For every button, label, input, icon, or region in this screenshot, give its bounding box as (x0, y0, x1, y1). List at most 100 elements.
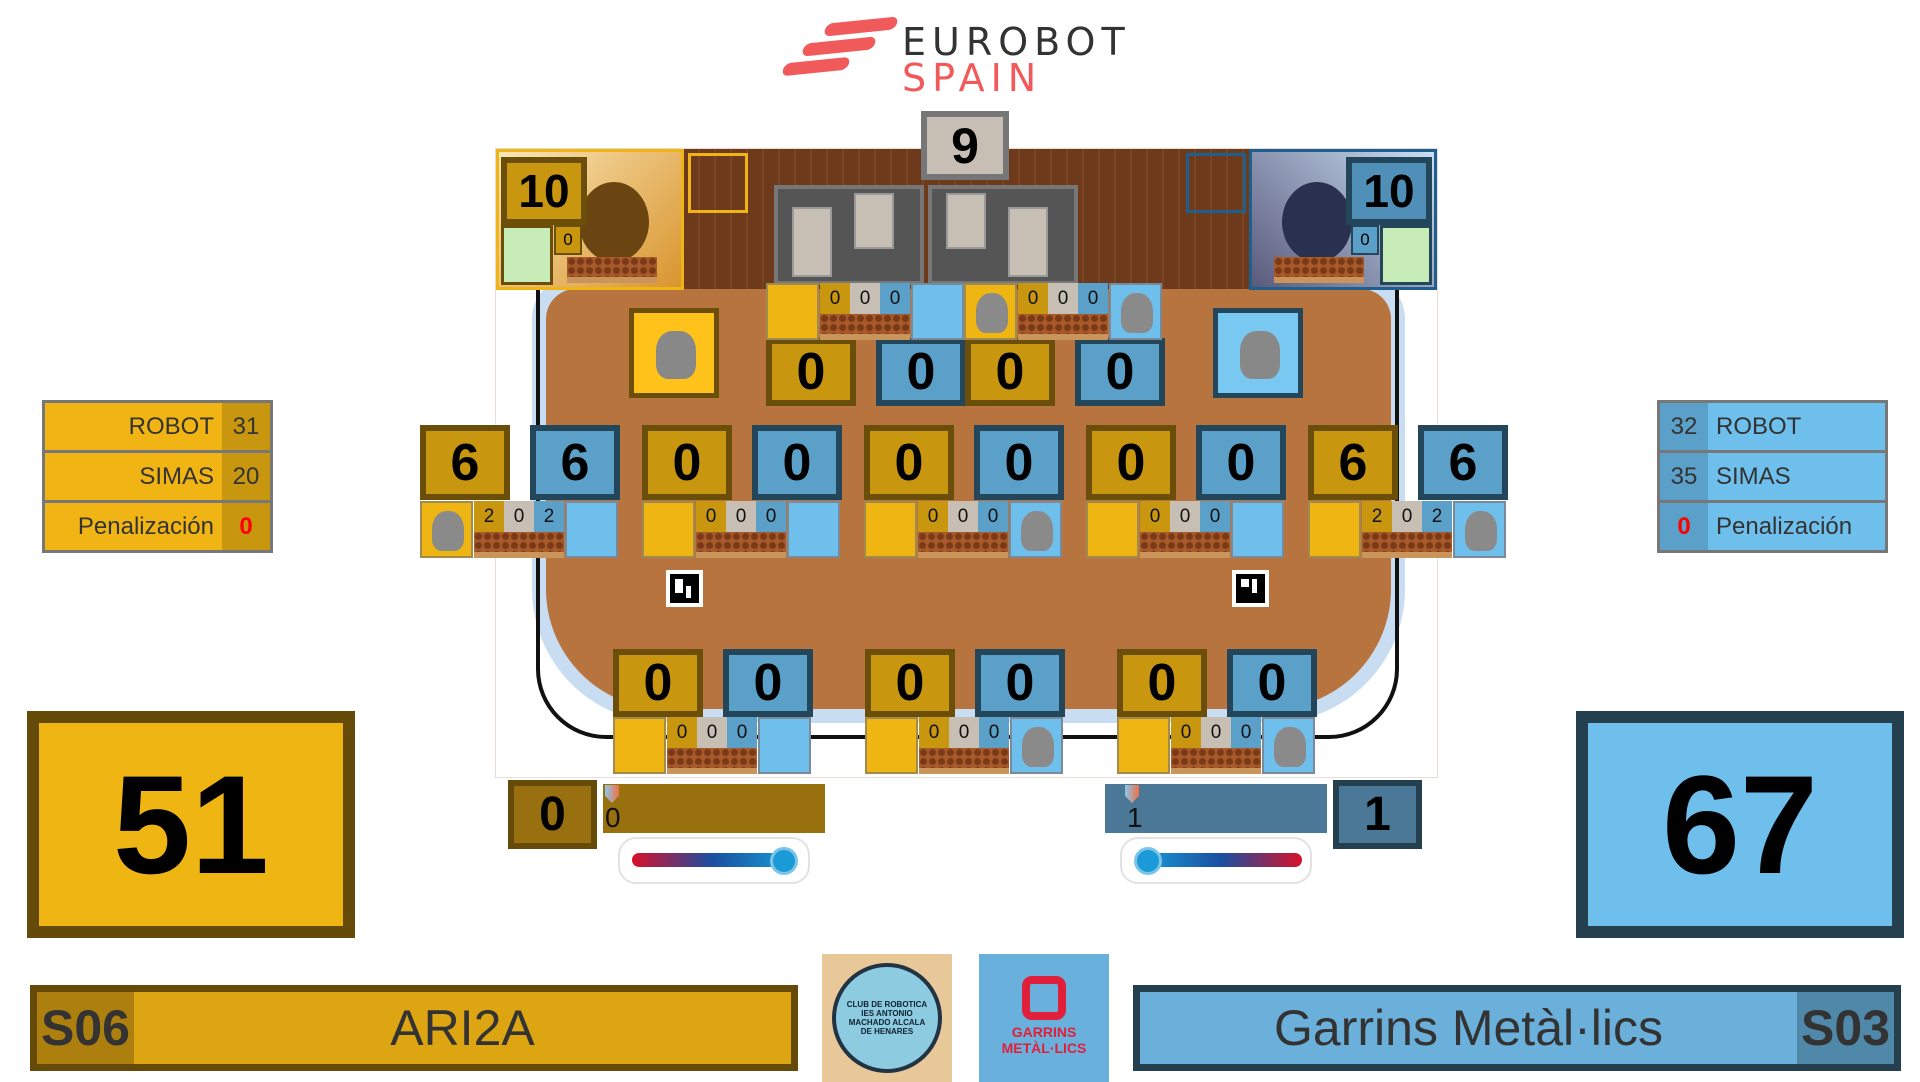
acorn-counter: 0 (978, 501, 1008, 532)
acorn-counter: 0 (1231, 717, 1261, 748)
yellow-tile (613, 717, 666, 774)
burrow-icon (1282, 182, 1352, 262)
blue-thermometer-score: 1 (1333, 780, 1422, 849)
blue-score-box: 6 (530, 425, 620, 500)
score-label: SIMAS (1708, 453, 1885, 500)
yellow-zone-marker (688, 153, 748, 213)
acorn-counter: 0 (919, 717, 949, 748)
yellow-tile (964, 283, 1017, 340)
burrow-icon (579, 182, 649, 262)
blue-tile (911, 283, 964, 340)
storage-bin (928, 185, 1078, 285)
squirrel-icon (432, 511, 464, 551)
squirrel-icon (656, 331, 696, 379)
yellow-thermometer-panel: 0 (603, 784, 825, 833)
acorn-counter: 0 (850, 283, 880, 314)
acorn-crate-icon (1140, 532, 1230, 558)
acorn-counter: 0 (1140, 501, 1170, 532)
acorn-counter: 0 (979, 717, 1009, 748)
yellow-team-bar: S06 ARI2A (30, 985, 798, 1071)
acorn-counter: 0 (727, 717, 757, 748)
club-robotica-logo: CLUB DE ROBOTICA IES ANTONIO MACHADO ALC… (822, 954, 952, 1082)
acorn-crate-icon (919, 748, 1009, 774)
blue-score-box: 0 (975, 649, 1065, 717)
blue-squirrel-card (1213, 308, 1303, 398)
yellow-nest-counter: 0 (554, 225, 582, 255)
squirrel-icon (1274, 727, 1306, 767)
yellow-tile (642, 501, 695, 558)
yellow-tile (766, 283, 819, 340)
logo-stripe-icon (823, 16, 899, 37)
score-value: 20 (222, 453, 270, 500)
yellow-team-code: S06 (37, 992, 134, 1064)
blue-tile (787, 501, 840, 558)
logo-stripe-icon (801, 36, 877, 57)
logo-text-spain: SPAIN (902, 56, 1043, 100)
blue-tile (565, 501, 618, 558)
eurobot-spain-logo: EUROBOT SPAIN (781, 14, 1154, 100)
acorn-counter: 0 (918, 501, 948, 532)
thermometer-badge-icon (605, 785, 619, 803)
blue-total-score: 67 (1576, 711, 1904, 938)
blue-tile (1009, 501, 1062, 558)
yellow-score-box: 0 (613, 649, 703, 717)
acorn-counter: 0 (756, 501, 786, 532)
acorn-counter: 0 (504, 501, 534, 532)
blue-score-box: 6 (1418, 425, 1508, 500)
storage-bin (774, 185, 924, 285)
blue-score-box: 0 (752, 425, 842, 500)
acorn-counter: 0 (820, 283, 850, 314)
nest-icon (1380, 225, 1432, 285)
yellow-thermometer-score: 0 (508, 780, 597, 849)
club-robotica-logo-text: CLUB DE ROBOTICA IES ANTONIO MACHADO ALC… (832, 963, 942, 1073)
acorn-counter: 0 (667, 717, 697, 748)
acorn-counter: 0 (1392, 501, 1422, 532)
acorn-crate-icon (1018, 314, 1108, 340)
yellow-team-name: ARI2A (390, 1000, 535, 1056)
blue-tile (1453, 501, 1506, 558)
acorn-counter: 0 (1078, 283, 1108, 314)
yellow-thermometer-value: 0 (605, 802, 621, 833)
squirrel-icon (1465, 511, 1497, 551)
blue-score-box: 0 (1075, 338, 1165, 406)
score-label: ROBOT (1708, 403, 1885, 450)
yellow-nest-score: 10 (501, 157, 587, 225)
acorn-crate-icon (567, 257, 657, 283)
acorn-counter: 2 (1362, 501, 1392, 532)
acorn-crate-icon (474, 532, 564, 558)
garrins-logo-text: GARRINS METÀL·LICS (1001, 1024, 1087, 1056)
acorn-crate-icon (667, 748, 757, 774)
acorn-crate-icon (820, 314, 910, 340)
acorn-counter: 0 (1170, 501, 1200, 532)
score-value: 35 (1660, 453, 1708, 500)
squirrel-icon (976, 293, 1008, 333)
yellow-score-box: 0 (766, 338, 856, 406)
acorn-crate-icon (918, 532, 1008, 558)
yellow-tile (864, 501, 917, 558)
blue-nest-counter: 0 (1351, 225, 1379, 255)
yellow-score-box: 0 (965, 338, 1055, 406)
acorn-crate-icon (1362, 532, 1452, 558)
blue-thermometer-panel: 1 (1105, 784, 1327, 833)
acorn-counter: 0 (1048, 283, 1078, 314)
yellow-score-box: 6 (1308, 425, 1398, 500)
yellow-tile (1117, 717, 1170, 774)
blue-tile (1231, 501, 1284, 558)
yellow-thermometer-icon (618, 837, 810, 884)
acorn-counter: 0 (1171, 717, 1201, 748)
score-label: Penalización (45, 503, 222, 550)
acorn-counter: 2 (1422, 501, 1452, 532)
aruco-marker-icon (1232, 570, 1269, 607)
blue-team-code: S03 (1797, 992, 1894, 1064)
yellow-nest-zone: 10 0 (496, 149, 684, 290)
yellow-score-box: 0 (1086, 425, 1176, 500)
acorn-counter: 0 (948, 501, 978, 532)
logo-stripe-icon (781, 56, 851, 77)
